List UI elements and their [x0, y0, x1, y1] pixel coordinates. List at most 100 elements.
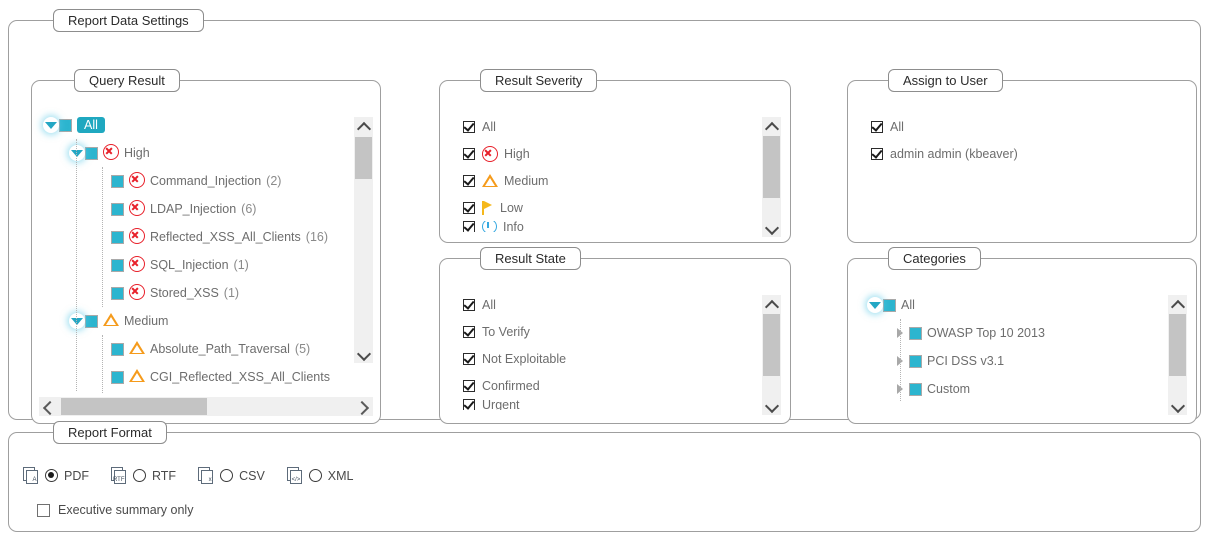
tree-node[interactable]: OWASP Top 10 2013 [867, 319, 1165, 347]
tree-checkbox[interactable] [909, 354, 922, 368]
tree-checkbox[interactable] [111, 202, 124, 216]
tree-node[interactable]: All [867, 291, 1165, 319]
expander-expanded-icon[interactable] [43, 117, 59, 133]
result-severity-scrollbar[interactable] [762, 117, 781, 237]
scroll-down-icon[interactable] [1168, 398, 1187, 415]
checkbox-row[interactable]: All [463, 291, 751, 318]
checkbox-row[interactable]: Confirmed [463, 372, 751, 399]
checkbox-row[interactable]: admin admin (kbeaver) [871, 140, 1175, 167]
query-result-vertical-scrollbar[interactable] [354, 117, 373, 363]
checkbox-not-exploitable[interactable] [463, 352, 475, 365]
horizontal-scroll-thumb[interactable] [61, 398, 207, 415]
format-option-xml[interactable]: </>XML [286, 467, 353, 484]
checkbox-to-verify[interactable] [463, 325, 475, 338]
checkbox-low[interactable] [463, 201, 475, 214]
checkbox-admin-admin-kbeaver-[interactable] [871, 147, 883, 160]
tree-node[interactable]: Command_Injection(2) [43, 167, 349, 195]
checkbox-label: High [504, 146, 530, 161]
checkbox-row[interactable]: Not Exploitable [463, 345, 751, 372]
vertical-scroll-thumb[interactable] [763, 314, 780, 376]
checkbox-confirmed[interactable] [463, 379, 475, 392]
scroll-right-icon[interactable] [354, 397, 373, 416]
tree-checkbox[interactable] [111, 258, 124, 272]
tree-node[interactable]: PCI DSS v3.1 [867, 347, 1165, 375]
expander-collapsed-icon[interactable] [893, 381, 909, 397]
checkbox-all[interactable] [463, 120, 475, 133]
scroll-left-icon[interactable] [39, 397, 58, 416]
tree-checkbox[interactable] [111, 342, 124, 356]
checkbox-row[interactable]: All [871, 113, 1175, 140]
expander-placeholder [95, 285, 111, 301]
tree-checkbox[interactable] [883, 298, 896, 312]
checkbox-row[interactable]: All [463, 113, 751, 140]
checkbox-row[interactable]: To Verify [463, 318, 751, 345]
tree-node[interactable]: High [43, 139, 349, 167]
tree-node[interactable]: CGI_Reflected_XSS_All_Clients [43, 363, 349, 391]
checkbox-info[interactable] [463, 221, 475, 232]
checkbox-row[interactable]: Urgent [463, 399, 751, 410]
query-result-horizontal-scrollbar[interactable] [39, 397, 373, 416]
scroll-up-icon[interactable] [762, 295, 781, 315]
vertical-scroll-thumb[interactable] [763, 136, 780, 198]
tree-checkbox[interactable] [909, 382, 922, 396]
checkbox-high[interactable] [463, 147, 475, 160]
checkbox-all[interactable] [871, 120, 883, 133]
tree-node[interactable]: Stored_XSS(1) [43, 279, 349, 307]
checkbox-medium[interactable] [463, 174, 475, 187]
checkbox-row[interactable]: Medium [463, 167, 751, 194]
expander-expanded-icon[interactable] [867, 297, 883, 313]
tree-node[interactable]: Medium [43, 307, 349, 335]
expander-expanded-icon[interactable] [69, 145, 85, 161]
scroll-up-icon[interactable] [354, 117, 373, 137]
checkbox-row[interactable]: High [463, 140, 751, 167]
tree-checkbox[interactable] [111, 286, 124, 300]
expander-expanded-icon[interactable] [69, 313, 85, 329]
executive-summary-row[interactable]: Executive summary only [37, 503, 193, 517]
categories-scrollbar[interactable] [1168, 295, 1187, 415]
scroll-up-icon[interactable] [1168, 295, 1187, 315]
tree-node[interactable]: Reflected_XSS_All_Clients(16) [43, 223, 349, 251]
tree-checkbox[interactable] [111, 230, 124, 244]
checkbox-row[interactable]: Info [463, 221, 751, 232]
result-state-scrollbar[interactable] [762, 295, 781, 415]
checkbox-urgent[interactable] [463, 399, 475, 410]
vertical-scroll-thumb[interactable] [355, 137, 372, 179]
scroll-down-icon[interactable] [354, 346, 373, 363]
vertical-scroll-thumb[interactable] [1169, 314, 1186, 376]
tree-checkbox[interactable] [85, 314, 98, 328]
expander-collapsed-icon[interactable] [893, 353, 909, 369]
tree-node[interactable]: Absolute_Path_Traversal(5) [43, 335, 349, 363]
radio-xml[interactable] [308, 469, 322, 482]
scroll-up-icon[interactable] [762, 117, 781, 137]
radio-pdf[interactable] [45, 469, 58, 482]
severity-medium-icon [129, 369, 145, 382]
executive-summary-checkbox[interactable] [37, 503, 50, 517]
tree-node[interactable]: SQL_Injection(1) [43, 251, 349, 279]
scroll-down-icon[interactable] [762, 220, 781, 237]
tree-node[interactable]: Custom [867, 375, 1165, 403]
tree-node[interactable]: LDAP_Injection(6) [43, 195, 349, 223]
tree-checkbox[interactable] [85, 146, 98, 160]
tree-checkbox[interactable] [111, 370, 124, 384]
radio-csv[interactable] [220, 469, 234, 482]
tree-checkbox[interactable] [909, 326, 922, 340]
checkbox-row[interactable]: Low [463, 194, 751, 221]
checkbox-all[interactable] [463, 298, 475, 311]
radio-rtf[interactable] [133, 469, 146, 482]
tree-node[interactable]: All [43, 111, 349, 139]
tree-checkbox[interactable] [111, 174, 124, 188]
expander-collapsed-icon[interactable] [893, 325, 909, 341]
tree-checkbox[interactable] [59, 118, 72, 132]
scroll-down-icon[interactable] [762, 398, 781, 415]
